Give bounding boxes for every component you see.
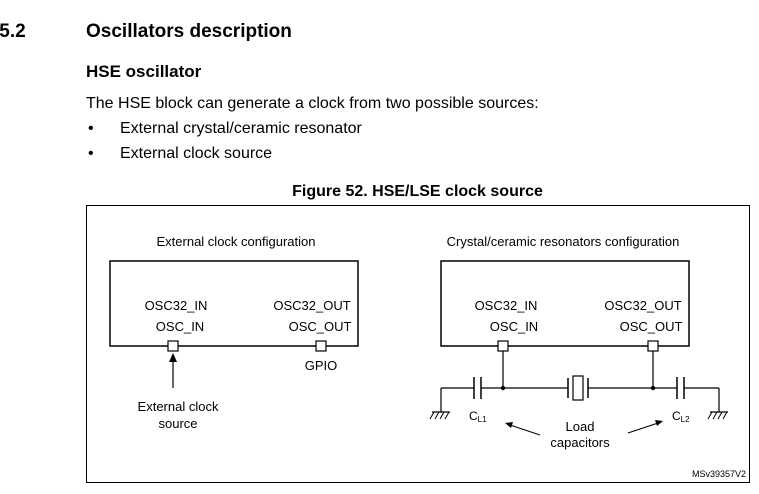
- subsection-title: HSE oscillator: [86, 62, 202, 81]
- left-osc-out-label: OSC_OUT: [289, 319, 352, 334]
- left-in-pin: [167, 340, 179, 352]
- right-out-pin: [647, 340, 659, 352]
- left-out-pin: [315, 340, 327, 352]
- cl2-label: CL2: [672, 409, 690, 424]
- left-chip-block: [109, 260, 359, 347]
- left-ground-hatch: [429, 411, 450, 420]
- intro-paragraph: The HSE block can generate a clock from …: [86, 95, 539, 112]
- right-in-pin: [497, 340, 509, 352]
- crystal-body: [572, 375, 584, 401]
- gpio-label: GPIO: [305, 358, 338, 373]
- right-osc32-in-label: OSC32_IN: [475, 298, 538, 313]
- load-arrow-right-line: [627, 422, 659, 434]
- right-config-title: Crystal/ceramic resonators configuration: [447, 234, 680, 249]
- bullet-marker: •: [88, 145, 94, 162]
- external-clock-arrow-head: [169, 353, 177, 362]
- external-clock-source-line1: External clock: [138, 399, 219, 414]
- load-arrow-right-head: [655, 420, 663, 426]
- bullet-item: External clock source: [120, 145, 273, 162]
- left-config-title: External clock configuration: [157, 234, 316, 249]
- right-chip-block: [440, 260, 690, 347]
- figure-reference: MSv39357V2: [692, 469, 746, 479]
- bullet-item: External crystal/ceramic resonator: [120, 120, 362, 137]
- load-capacitors-line1: Load: [566, 419, 595, 434]
- left-osc32-out-label: OSC32_OUT: [273, 298, 350, 313]
- load-capacitors-line2: capacitors: [550, 435, 610, 450]
- right-osc32-out-label: OSC32_OUT: [604, 298, 681, 313]
- bullet-marker: •: [88, 120, 94, 137]
- right-ground-hatch: [707, 411, 728, 420]
- load-arrow-left-head: [505, 422, 513, 428]
- external-clock-source-line2: source: [158, 416, 197, 431]
- cl1-label: CL1: [469, 409, 487, 424]
- left-osc-in-label: OSC_IN: [156, 319, 204, 334]
- figure-frame: [86, 205, 750, 483]
- right-osc-in-label: OSC_IN: [490, 319, 538, 334]
- load-arrow-left-line: [509, 424, 541, 436]
- section-title: Oscillators description: [86, 21, 292, 42]
- figure-caption: Figure 52. HSE/LSE clock source: [292, 183, 543, 200]
- right-osc-out-label: OSC_OUT: [620, 319, 683, 334]
- section-number: .5.2: [0, 21, 26, 42]
- left-osc32-in-label: OSC32_IN: [145, 298, 208, 313]
